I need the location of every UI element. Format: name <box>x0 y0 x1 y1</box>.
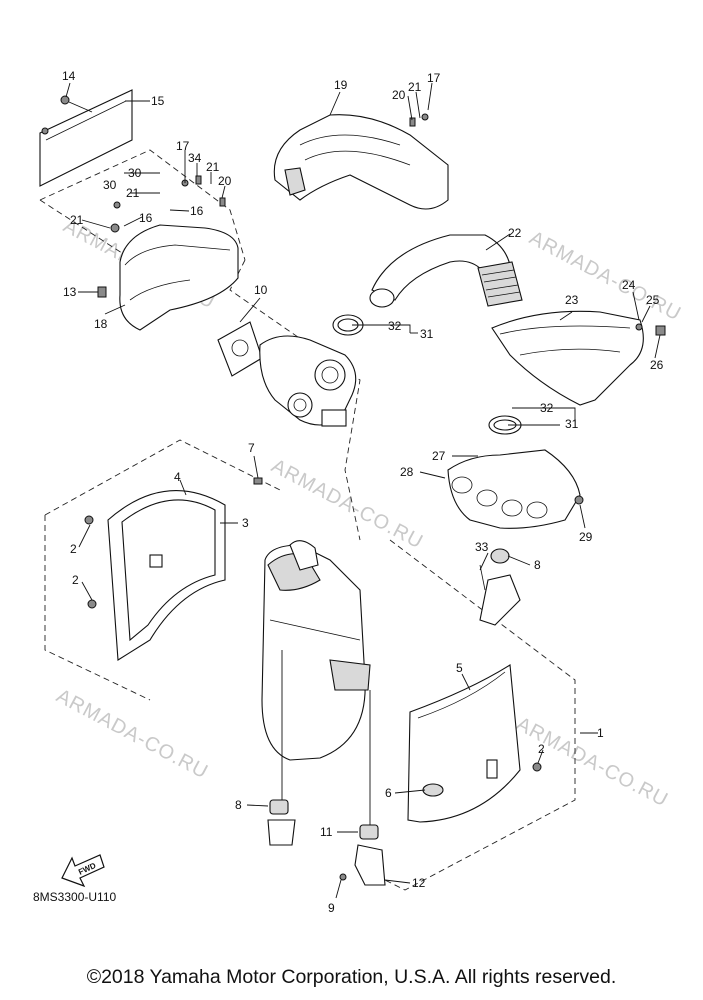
callout-17: 17 <box>427 71 441 85</box>
callout-17: 17 <box>176 139 190 153</box>
callout-numbers: 14 15 17 34 21 20 30 21 16 30 21 16 13 1… <box>62 69 664 915</box>
callout-20: 20 <box>392 88 406 102</box>
callout-19: 19 <box>334 78 348 92</box>
callout-23: 23 <box>565 293 579 307</box>
clamp-part-32 <box>332 314 522 435</box>
guard-part-3-4 <box>107 490 226 661</box>
mount-parts-8-11-12 <box>267 799 386 886</box>
callout-18: 18 <box>94 317 108 331</box>
callout-16: 16 <box>190 204 204 218</box>
callout-24: 24 <box>622 278 636 292</box>
heat-shield-part-23 <box>491 310 666 406</box>
callout-2: 2 <box>72 573 79 587</box>
callout-3: 3 <box>242 516 249 530</box>
callout-1: 1 <box>597 726 604 740</box>
callout-26: 26 <box>650 358 664 372</box>
watermark: ARMADA-CO.RU <box>53 685 212 784</box>
plate-part-15 <box>39 89 133 187</box>
callout-9: 9 <box>328 901 335 915</box>
callout-11: 11 <box>320 825 333 839</box>
callout-4: 4 <box>174 470 181 484</box>
callout-32: 32 <box>540 401 554 415</box>
diagram-code: 8MS3300-U110 <box>33 890 117 904</box>
copyright-notice: ©2018 Yamaha Motor Corporation, U.S.A. A… <box>86 966 617 988</box>
callout-6: 6 <box>385 786 392 800</box>
callout-2: 2 <box>70 542 77 556</box>
callout-7: 7 <box>248 441 255 455</box>
turbocharger-assembly <box>217 321 357 427</box>
callout-8: 8 <box>235 798 242 812</box>
leader-lines <box>65 82 661 899</box>
callout-16: 16 <box>139 211 153 225</box>
callout-12: 12 <box>412 876 426 890</box>
callout-21: 21 <box>408 80 422 94</box>
callout-20: 20 <box>218 174 232 188</box>
callout-21: 21 <box>126 186 140 200</box>
callout-34: 34 <box>188 151 202 165</box>
callout-13: 13 <box>63 285 77 299</box>
callout-28: 28 <box>400 465 414 479</box>
callout-22: 22 <box>508 226 522 240</box>
watermark: ARMADA-CO.RU <box>526 227 685 326</box>
callout-30: 30 <box>103 178 117 192</box>
callout-31: 31 <box>565 417 579 431</box>
forward-arrow-icon: FWD <box>61 854 105 888</box>
bracket-part-33 <box>479 548 521 626</box>
guard-part-5-6 <box>407 664 521 823</box>
exhaust-pipe-part-19 <box>273 114 449 210</box>
connecting-pipe-part-22 <box>369 234 523 308</box>
callout-32: 32 <box>388 319 402 333</box>
callout-21: 21 <box>206 160 220 174</box>
callout-33: 33 <box>475 540 489 554</box>
callout-31: 31 <box>420 327 434 341</box>
callout-14: 14 <box>62 69 76 83</box>
callout-8: 8 <box>534 558 541 572</box>
callout-29: 29 <box>579 530 593 544</box>
watermark: ARMADA-CO.RU <box>513 713 672 812</box>
exhaust-manifold-part-27 <box>447 449 584 529</box>
callout-30: 30 <box>128 166 142 180</box>
fasteners <box>84 113 542 772</box>
callout-21: 21 <box>70 213 84 227</box>
muffler-body <box>261 540 371 761</box>
callout-10: 10 <box>254 283 268 297</box>
callout-27: 27 <box>432 449 446 463</box>
callout-5: 5 <box>456 661 463 675</box>
callout-15: 15 <box>151 94 165 108</box>
callout-25: 25 <box>646 293 660 307</box>
heat-shield-part-18 <box>97 224 239 331</box>
callout-2: 2 <box>538 742 545 756</box>
